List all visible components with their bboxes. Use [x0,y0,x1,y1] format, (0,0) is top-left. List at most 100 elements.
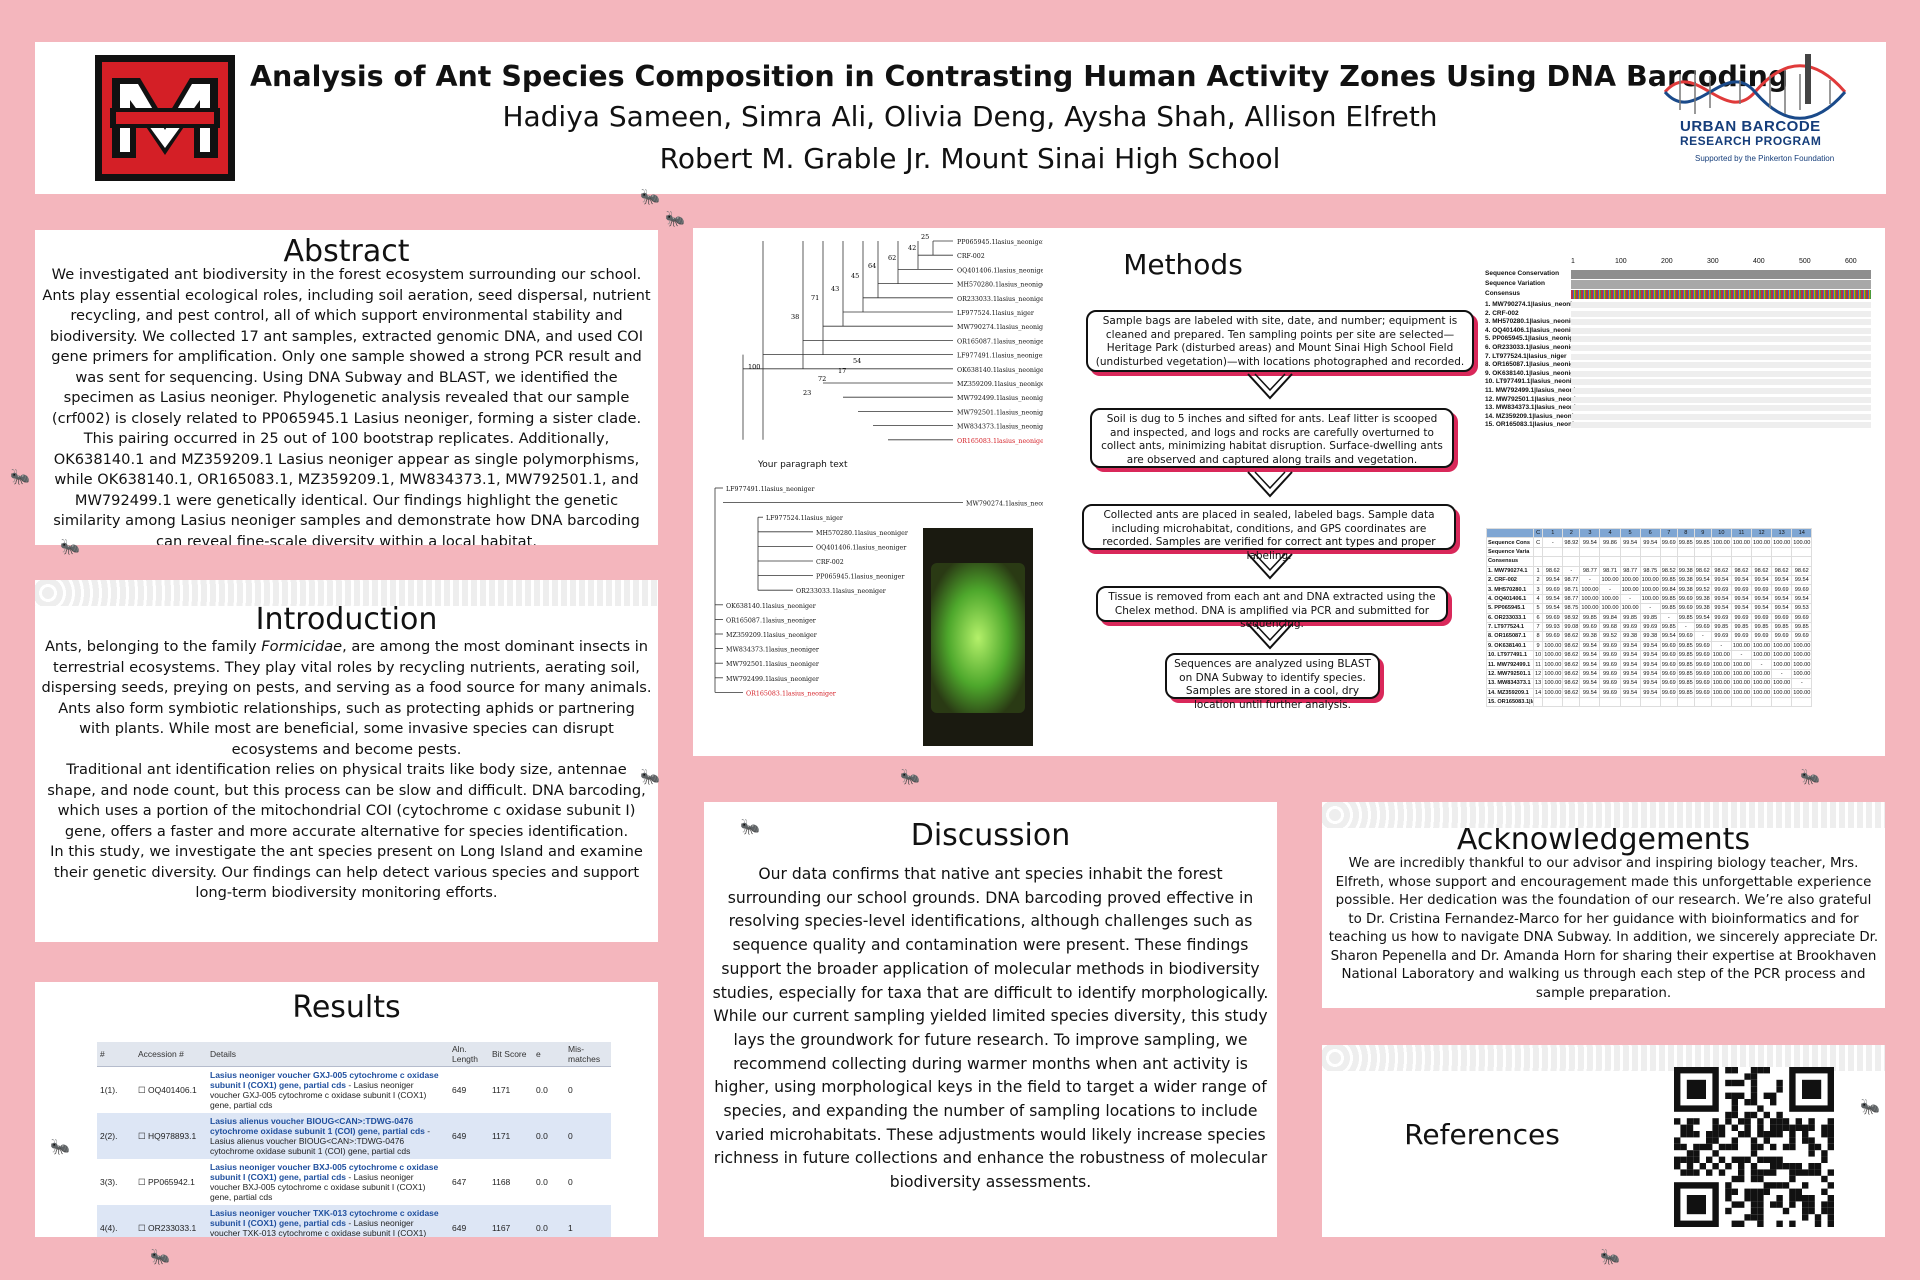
matrix-cell [1562,556,1581,567]
matrix-cell: 98.62 [1562,668,1581,680]
matrix-cell: 99.84 [1659,584,1678,595]
details-desc: - Lasius neoniger voucher TXK-013 cytoch… [210,1218,427,1237]
row-length: 649 [449,1113,489,1159]
matrix-cell: 100.00 [1542,650,1564,661]
matrix-cell: 99.85 [1676,678,1695,689]
row-details: Lasius neoniger voucher GXJ-005 cytochro… [207,1067,449,1114]
row-number: 2(2). [97,1113,135,1159]
details-link[interactable]: Lasius neoniger voucher TXK-013 cytochro… [210,1208,439,1228]
matrix-row-label: 9. OK638140.1 [1486,640,1534,652]
matrix-cell [1562,546,1581,558]
matrix-cell [1532,556,1544,567]
details-link[interactable]: Lasius neoniger voucher BXJ-005 cytochro… [210,1162,439,1182]
matrix-row-label: 5. PP065945.1 [1486,603,1534,614]
sequence-label[interactable]: 7. LT977524.1|lasius_niger [1485,352,1567,360]
matrix-cell: C [1532,537,1544,548]
matrix-cell [1791,556,1813,567]
matrix-cell: 100.00 [1730,659,1753,670]
bootstrap-label: 45 [851,272,859,280]
matrix-cell: 99.69 [1771,612,1793,623]
matrix-cell: 99.54 [1771,593,1793,605]
col-details[interactable]: Details [207,1042,449,1067]
matrix-cell: 100.00 [1730,687,1753,699]
sequence-label[interactable]: 14. MZ359209.1|lasius_neoniger [1485,412,1584,420]
matrix-cell: 99.85 [1676,640,1695,652]
sequence-track [1571,413,1871,420]
table-row: 1(1). ☐ OQ401406.1 Lasius neoniger vouch… [97,1067,611,1114]
sequence-label[interactable]: 4. OQ401406.1|lasius_neoniger [1485,326,1581,334]
bootstrap-label: 23 [803,389,811,397]
sequence-label[interactable]: 5. PP065945.1|lasius_neoniger [1485,335,1580,343]
details-desc: - Lasius neoniger voucher GXJ-005 cytoch… [210,1080,427,1110]
row-accession[interactable]: ☐ OQ401406.1 [135,1067,207,1114]
matrix-row-label: 3. MH570280.1 [1486,584,1534,595]
track-label: Sequence Variation [1485,280,1545,287]
matrix-cell: 99.53 [1791,603,1813,614]
checkbox-icon[interactable]: ☐ [138,1176,146,1187]
sequence-label[interactable]: 3. MH570280.1|lasius_neoniger [1485,318,1581,326]
sequence-track [1571,327,1871,334]
sequence-track [1571,422,1871,429]
matrix-cell: 99.85 [1791,621,1813,633]
matrix-cell: 99.38 [1639,631,1661,642]
sequence-label[interactable]: 15. OR165083.1|lasius_neoniger [1485,421,1585,429]
matrix-cell: 99.84 [1599,612,1621,623]
matrix-cell: 99.54 [1750,603,1773,614]
poster-school: Robert M. Grable Jr. Mount Sinai High Sc… [659,142,1281,175]
matrix-cell [1619,697,1641,708]
matrix-cell: 99.69 [1676,593,1695,605]
matrix-cell: 100.00 [1542,687,1564,699]
sequence-label[interactable]: 10. LT977491.1|lasius_neoniger [1485,378,1582,386]
matrix-cell [1710,697,1732,708]
sequence-label[interactable]: 9. OK638140.1|lasius_neoniger [1485,369,1581,377]
qr-code-icon[interactable] [1674,1067,1834,1227]
matrix-cell: 99.54 [1639,678,1661,689]
matrix-cell: - [1710,640,1732,652]
sequence-label[interactable]: 6. OR233033.1|lasius_neoniger [1485,344,1581,351]
ant-icon: 🐜 [640,769,660,786]
matrix-cell: 99.69 [1730,584,1753,595]
matrix-cell: 100.00 [1579,593,1601,605]
sequence-track [1571,319,1871,326]
matrix-cell: 99.38 [1676,565,1695,576]
matrix-row: Consensus [1486,556,1813,567]
matrix-cell: 100.00 [1791,537,1813,548]
row-accession[interactable]: ☐ HQ978893.1 [135,1113,207,1159]
checkbox-icon[interactable]: ☐ [138,1084,146,1095]
sequence-label[interactable]: 1. MW790274.1|lasius_neoniger [1485,301,1583,308]
col-number[interactable]: # [97,1042,135,1067]
row-bit: 1167 [489,1205,533,1237]
sequence-label[interactable]: 2. CRF-002 [1485,309,1519,317]
row-accession[interactable]: ☐ OR233033.1 [135,1205,207,1237]
details-link[interactable]: Lasius neoniger voucher GXJ-005 cytochro… [210,1070,439,1090]
col-accession[interactable]: Accession # [135,1042,207,1067]
matrix-row-label: Sequence Varia [1486,546,1534,558]
matrix-cell: 99.85 [1659,574,1678,586]
details-link[interactable]: Lasius alienus voucher BIOUG<CAN>:TDWG-0… [210,1116,425,1136]
col-bit-score[interactable]: Bit Score [489,1042,533,1067]
matrix-cell: 13 [1532,678,1544,689]
matrix-cell: 99.69 [1599,659,1621,670]
checkbox-icon[interactable]: ☐ [138,1130,146,1141]
sequence-label[interactable]: 12. MW792501.1|lasius_neoniger [1485,395,1586,403]
matrix-cell [1771,546,1793,558]
col-e[interactable]: e [533,1042,565,1067]
row-accession[interactable]: ☐ PP065942.1 [135,1159,207,1205]
sequence-label[interactable]: 11. MW792499.1|lasius_neoniger [1485,387,1586,394]
col-mismatches[interactable]: Mis-matches [565,1042,611,1067]
sequence-label[interactable]: 8. OR165087.1|lasius_neoniger [1485,361,1581,369]
ant-icon: 🐜 [740,819,760,836]
sequence-label[interactable]: 13. MW834373.1|lasius_neoniger [1485,404,1586,412]
intro-p1-pre: Ants, belonging to the family [44,638,262,655]
matrix-cell: 99.85 [1579,612,1601,623]
checkbox-icon[interactable]: ☐ [138,1222,146,1233]
row-e: 0.0 [533,1113,565,1159]
col-aln-length[interactable]: Aln. Length [449,1042,489,1067]
ant-icon: 🐜 [640,189,660,206]
matrix-cell: 99.85 [1750,621,1773,633]
tree-leaf-label: OQ401406.1lasius_neoniger [816,544,907,551]
